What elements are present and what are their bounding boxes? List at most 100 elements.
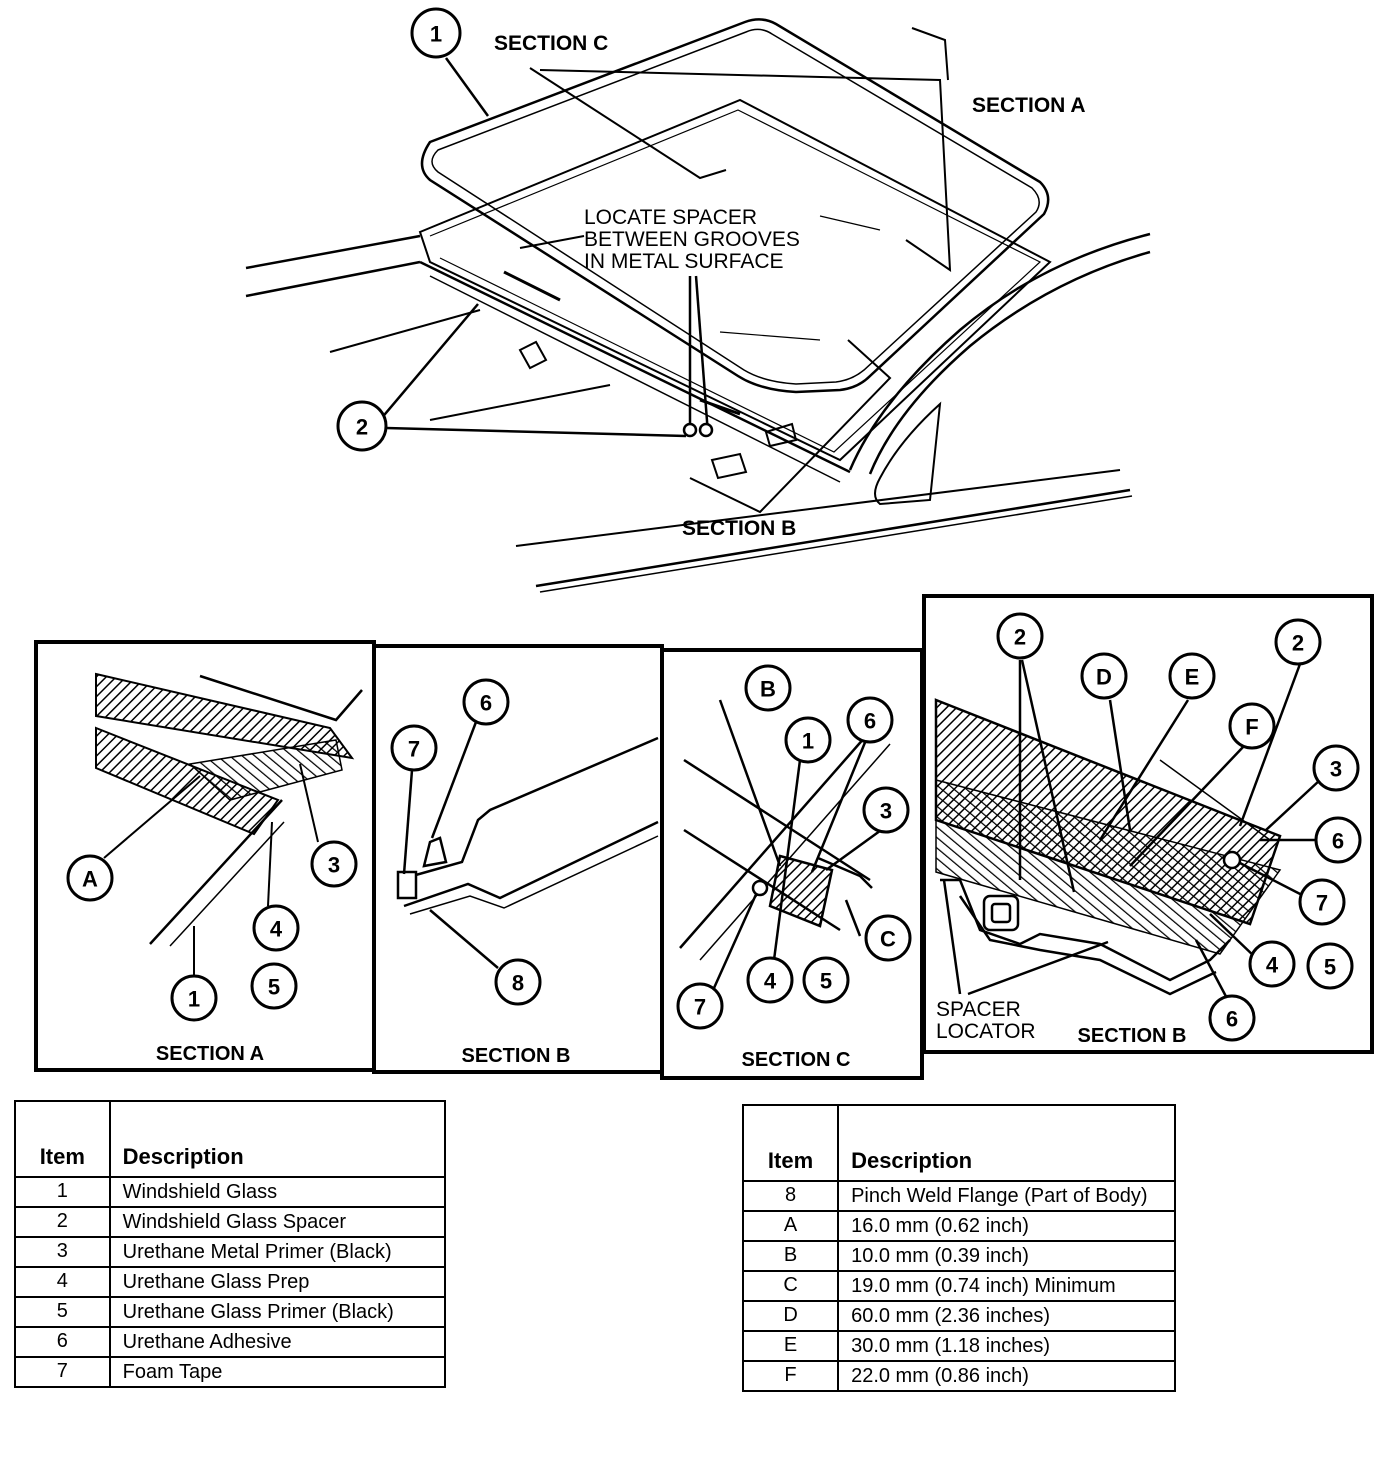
- section-b-callout-8: 8: [494, 958, 542, 1006]
- section-b-detail-panel: [934, 659, 1321, 1005]
- svg-text:7: 7: [694, 995, 706, 1020]
- svg-text:1: 1: [188, 987, 200, 1012]
- detail-callout-2-right: 2: [1274, 618, 1322, 666]
- description-cell: 22.0 mm (0.86 inch): [837, 1360, 1176, 1392]
- svg-text:A: A: [82, 867, 98, 892]
- section-c-callout-c: C: [864, 914, 912, 962]
- item-cell: 8: [741, 1180, 840, 1212]
- description-cell: 60.0 mm (2.36 inches): [837, 1300, 1176, 1332]
- panel-frames: [34, 594, 1374, 1080]
- section-a-callout-3: 3: [310, 840, 358, 888]
- section-c-callout-6: 6: [846, 696, 894, 744]
- section-a-callout-4: 4: [252, 904, 300, 952]
- description-cell: Foam Tape: [108, 1356, 447, 1388]
- svg-text:6: 6: [480, 691, 492, 716]
- description-cell: Windshield Glass Spacer: [108, 1206, 447, 1238]
- svg-text:5: 5: [268, 975, 280, 1000]
- svg-text:D: D: [1096, 665, 1112, 690]
- legend-left-item-header: Item: [14, 1100, 111, 1178]
- spacer-note-line3: IN METAL SURFACE: [584, 250, 784, 273]
- item-cell: C: [741, 1270, 840, 1302]
- top-section-b-label: SECTION B: [682, 517, 796, 540]
- svg-text:6: 6: [1332, 829, 1344, 854]
- item-cell: E: [741, 1330, 840, 1362]
- detail-callout-5: 5: [1306, 942, 1354, 990]
- section-b-detail-callouts: 2 D E 2 F 3 6 7 4 5 6: [996, 612, 1362, 1042]
- svg-text:7: 7: [1316, 891, 1328, 916]
- spacer-locator-label-line1: SPACER: [936, 998, 1021, 1021]
- section-c-callout-1: 1: [784, 716, 832, 764]
- legend-left-header: Item Description: [14, 1100, 447, 1178]
- svg-text:2: 2: [1014, 625, 1026, 650]
- svg-text:1: 1: [802, 729, 814, 754]
- spacer-note-line1: LOCATE SPACER: [584, 206, 757, 229]
- legend-right-description-header: Description: [837, 1104, 1176, 1182]
- spacer-locator-label-line2: LOCATOR: [936, 1020, 1036, 1043]
- svg-text:6: 6: [864, 709, 876, 734]
- svg-text:6: 6: [1226, 1007, 1238, 1032]
- item-cell: A: [741, 1210, 840, 1242]
- top-section-c-label: SECTION C: [494, 32, 608, 55]
- description-cell: 10.0 mm (0.39 inch): [837, 1240, 1176, 1272]
- svg-text:1: 1: [430, 22, 442, 47]
- legend-left-description-header: Description: [108, 1100, 447, 1178]
- item-cell: D: [741, 1300, 840, 1332]
- section-c-callout-b: B: [744, 664, 792, 712]
- description-cell: 19.0 mm (0.74 inch) Minimum: [837, 1270, 1176, 1302]
- detail-callout-d: D: [1080, 652, 1128, 700]
- description-cell: Urethane Glass Prep: [108, 1266, 447, 1298]
- item-cell: 5: [14, 1296, 111, 1328]
- detail-callout-2-left: 2: [996, 612, 1044, 660]
- description-cell: 16.0 mm (0.62 inch): [837, 1210, 1176, 1242]
- legend-right-item-header: Item: [741, 1104, 840, 1182]
- section-a-callout-5: 5: [250, 962, 298, 1010]
- svg-text:F: F: [1245, 715, 1258, 740]
- section-b-callout-7: 7: [390, 724, 438, 772]
- section-c-callout-4: 4: [746, 956, 794, 1004]
- top-windshield-drawing: [245, 18, 1151, 593]
- top-section-a-label: SECTION A: [972, 94, 1086, 117]
- item-cell: 6: [14, 1326, 111, 1358]
- section-c-title: SECTION C: [742, 1049, 851, 1071]
- section-a-panel: [95, 672, 363, 976]
- item-cell: 1: [14, 1176, 111, 1208]
- item-cell: 2: [14, 1206, 111, 1238]
- item-cell: F: [741, 1360, 840, 1392]
- section-c-callout-7: 7: [676, 982, 724, 1030]
- svg-text:8: 8: [512, 971, 524, 996]
- svg-text:C: C: [880, 927, 896, 952]
- detail-callout-6-lower: 6: [1208, 994, 1256, 1042]
- section-c-callout-5: 5: [802, 956, 850, 1004]
- svg-text:2: 2: [1292, 631, 1304, 656]
- detail-callout-f: F: [1228, 702, 1276, 750]
- svg-text:3: 3: [880, 799, 892, 824]
- svg-text:4: 4: [270, 917, 283, 942]
- svg-text:7: 7: [408, 737, 420, 762]
- section-b-callout-6: 6: [462, 678, 510, 726]
- svg-text:E: E: [1185, 665, 1200, 690]
- description-cell: Urethane Metal Primer (Black): [108, 1236, 447, 1268]
- detail-callout-e: E: [1168, 652, 1216, 700]
- top-callout-spacer: 2: [336, 400, 388, 452]
- top-callout-glass: 1: [410, 7, 462, 59]
- description-cell: Windshield Glass: [108, 1176, 447, 1208]
- section-b-callouts: 7 6 8: [390, 678, 542, 1006]
- svg-text:4: 4: [764, 969, 777, 994]
- svg-text:3: 3: [328, 853, 340, 878]
- description-cell: 30.0 mm (1.18 inches): [837, 1330, 1176, 1362]
